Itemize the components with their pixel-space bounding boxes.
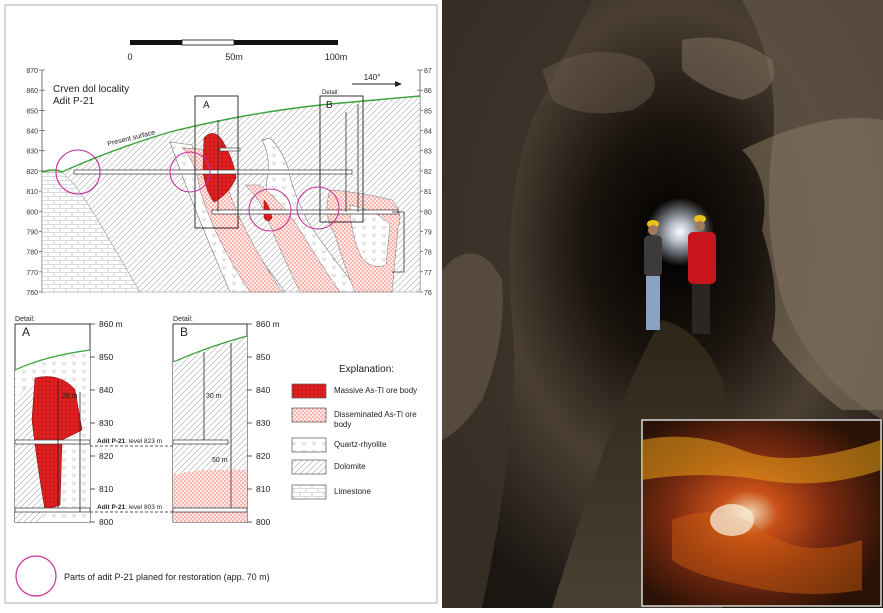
present-surface-line [41,95,421,173]
elevation-tick-label: 87 [424,68,432,75]
elevation-tick-label: 86 [424,88,432,95]
restoration-note: Parts of adit P-21 planed for restoratio… [15,555,270,597]
elevation-tick-label: 80 [424,209,432,216]
detail-a-panel: Detail: A 28 m Adit P-21: level 823 m Ad… [14,316,180,523]
detail-elevation-label: 800 [256,517,270,527]
tunnel-walls [442,0,883,608]
detail-b-panel: Detail: B 30 m 50 m [172,316,248,523]
legend-swatch [291,407,327,423]
legend-swatch [291,437,327,453]
restoration-circle [55,149,101,195]
scale-bar: 0 50m 100m [127,39,348,62]
tunnel-photo-svg [442,0,883,608]
detail-b-label: B [180,325,188,339]
detail-b-caption: Detail: [173,316,193,323]
miners [644,215,716,334]
elevation-tick-label: 76 [424,290,432,297]
elevation-tick-label: 78 [424,250,432,257]
legend: Explanation: Massive As-Tl ore bodyDisse… [291,364,417,500]
restoration-circle [248,188,292,232]
detail-elevation-label: 810 [99,484,113,494]
elevation-tick-label: 84 [424,129,432,136]
detail-elevation-label: 860 m [99,319,123,329]
detail-elevation-label: 810 [256,484,270,494]
restoration-note-text: Parts of adit P-21 planed for restoratio… [64,572,270,582]
locality-title: Crven dol locality [53,84,129,95]
legend-label: Limestone [334,487,371,496]
elevation-tick-label: 79 [424,229,432,236]
legend-swatch [291,383,327,399]
legend-swatch [291,484,327,500]
detail-elevation-label: 830 [99,418,113,428]
detail-a-label: A [22,325,30,339]
elevation-tick-label: 770 [26,270,38,277]
elevation-tick-label: 860 [26,88,38,95]
detail-elevation-label: 800 [99,517,113,527]
detail-box-a: A [194,95,239,229]
cross-section-svg: 0 50m 100m 140° 870860850840830820810800… [4,4,438,604]
left-panel-border [4,4,438,604]
elevation-tick-label: 810 [26,189,38,196]
elevation-tick-label: 790 [26,229,38,236]
adit-title: Adit P-21 [53,96,95,107]
detail-elevation-label: 860 m [256,319,280,329]
elevation-tick-label: 760 [26,290,38,297]
svg-text:A: A [203,100,210,111]
detail-a-level-upper: Adit P-21: level 823 m [97,438,162,445]
elevation-tick-label: 840 [26,129,38,136]
detail-elevation-label: 820 [99,451,113,461]
detail-a-level-lower: Adit P-21: level 803 m [97,504,162,511]
elevation-tick-label: 85 [424,108,432,115]
detail-elevation-label: 840 [99,385,113,395]
direction-arrow: 140° [352,73,402,87]
adit-tunnels [73,104,405,273]
legend-label: Massive As-Tl ore body [334,386,417,395]
detail-a-caption: Detail: [15,316,35,323]
elevation-axis-left: 870 860 850 840 830 820 810 800 790 780 770 760 [26,68,45,297]
elevation-tick-label: 83 [424,149,432,156]
detail-a-elevation-axis: 860 m 850 840 830 820 810 800 [90,319,123,527]
elevation-axis-right: 87 86 85 84 83 82 81 80 79 78 77 76 [417,68,432,297]
elevation-tick-label: 81 [424,189,432,196]
elevation-tick-label: 830 [26,149,38,156]
svg-text:Detail:: Detail: [322,90,339,96]
elevation-tick-label: 820 [26,169,38,176]
elevation-tick-label: 77 [424,270,432,277]
restoration-circles [55,149,340,232]
detail-elevation-label: 850 [99,352,113,362]
miner-left [644,220,662,330]
detail-b-elevation-axis: 860 m 850 840 830 820 810 800 [247,319,280,527]
restoration-circle [296,186,340,230]
detail-elevation-label: 820 [256,451,270,461]
elevation-tick-label: 82 [424,169,432,176]
detail-b-dimension-lower: 50 m [212,457,228,464]
legend-swatch [291,459,327,475]
detail-elevation-label: 850 [256,352,270,362]
mineral-inset-photo [641,419,882,607]
detail-elevation-label: 840 [256,385,270,395]
elevation-tick-label: 800 [26,209,38,216]
legend-label: Dolomite [334,462,366,471]
detail-box-b: B Detail: [319,90,364,223]
restoration-circle [169,151,211,193]
elevation-tick-label: 780 [26,250,38,257]
detail-a-dimension: 28 m [62,393,78,400]
detail-elevation-label: 830 [256,418,270,428]
scale-zero-label: 0 [127,52,132,62]
elevation-tick-label: 870 [26,68,38,75]
restoration-symbol [15,555,57,597]
direction-label: 140° [364,73,381,82]
miner-right [688,215,716,334]
scale-end-label: 100m [325,52,348,62]
elevation-tick-label: 850 [26,108,38,115]
detail-b-dimension-upper: 30 m [206,393,222,400]
svg-text:B: B [326,100,333,111]
legend-label: Quartz-rhyolite [334,440,387,449]
scale-mid-label: 50m [225,52,243,62]
legend-title: Explanation: [339,364,394,375]
tunnel-photo [442,0,883,608]
